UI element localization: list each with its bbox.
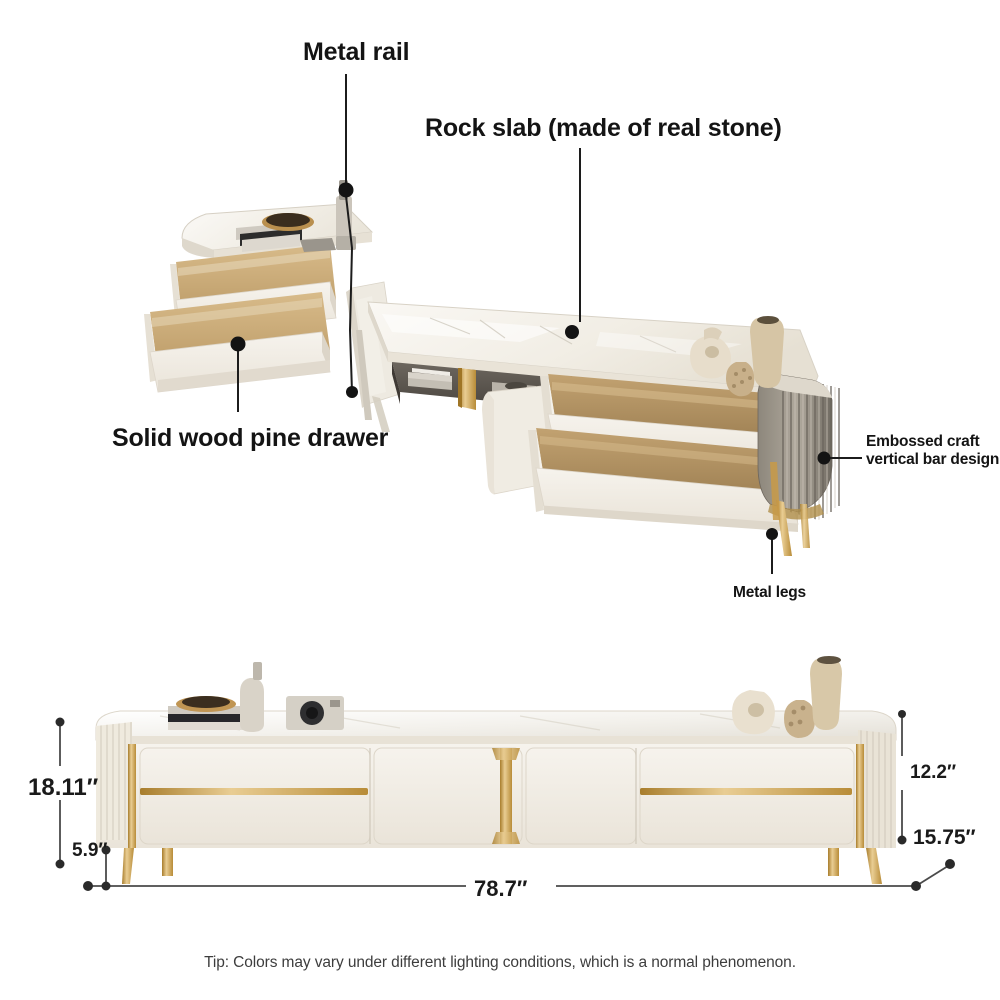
decor-right-group bbox=[690, 316, 784, 397]
leader-dots bbox=[230, 182, 831, 540]
metal-legs-upper-view bbox=[770, 462, 810, 556]
decor-front-right bbox=[732, 656, 842, 738]
dimension-leg-height: 5.9″ bbox=[72, 840, 108, 861]
dimension-lines bbox=[59, 716, 949, 887]
gold-trim-left bbox=[140, 788, 368, 795]
left-metal-post bbox=[356, 330, 372, 420]
embossed-line-1: Embossed craft bbox=[866, 433, 980, 450]
dot-rock-slab bbox=[565, 325, 579, 339]
callout-label-metal-rail: Metal rail bbox=[303, 38, 410, 66]
gold-post-left bbox=[128, 744, 136, 848]
dot-metal-rail-2 bbox=[346, 386, 358, 398]
decor-left-group bbox=[236, 180, 356, 252]
gold-trim-right bbox=[640, 788, 852, 795]
gold-post-right bbox=[856, 744, 864, 848]
leader-lines bbox=[237, 74, 862, 574]
front-panels bbox=[139, 747, 855, 845]
dimension-dots bbox=[55, 710, 955, 891]
gold-center-divider bbox=[500, 748, 512, 844]
front-legs bbox=[122, 848, 882, 884]
callout-label-embossed: Embossed craft vertical bar design bbox=[866, 433, 1000, 470]
decor-front-left bbox=[168, 662, 344, 732]
dot-embossed bbox=[817, 451, 831, 465]
dot-pine-drawer bbox=[230, 336, 246, 352]
front-elevation bbox=[95, 656, 897, 884]
dot-metal-legs bbox=[766, 528, 778, 540]
dim-line-depth bbox=[915, 865, 949, 887]
callout-label-metal-legs: Metal legs bbox=[733, 584, 806, 601]
dimension-total-height: 18.11″ bbox=[28, 774, 99, 801]
metal-legs-left-module bbox=[372, 396, 390, 432]
dimension-depth: 15.75″ bbox=[913, 826, 976, 849]
embossed-end-cap bbox=[757, 371, 840, 520]
dimension-cabinet-height: 12.2″ bbox=[910, 762, 957, 783]
drawer-lower-left bbox=[144, 292, 331, 393]
callout-label-pine-drawer: Solid wood pine drawer bbox=[112, 424, 389, 452]
callout-label-rock-slab: Rock slab (made of real stone) bbox=[425, 114, 782, 142]
dot-metal-rail bbox=[338, 182, 354, 198]
embossed-line-2: vertical bar design bbox=[866, 451, 1000, 469]
dimension-width: 78.7″ bbox=[474, 876, 528, 901]
footer-tip-text: Tip: Colors may vary under different lig… bbox=[204, 954, 796, 971]
